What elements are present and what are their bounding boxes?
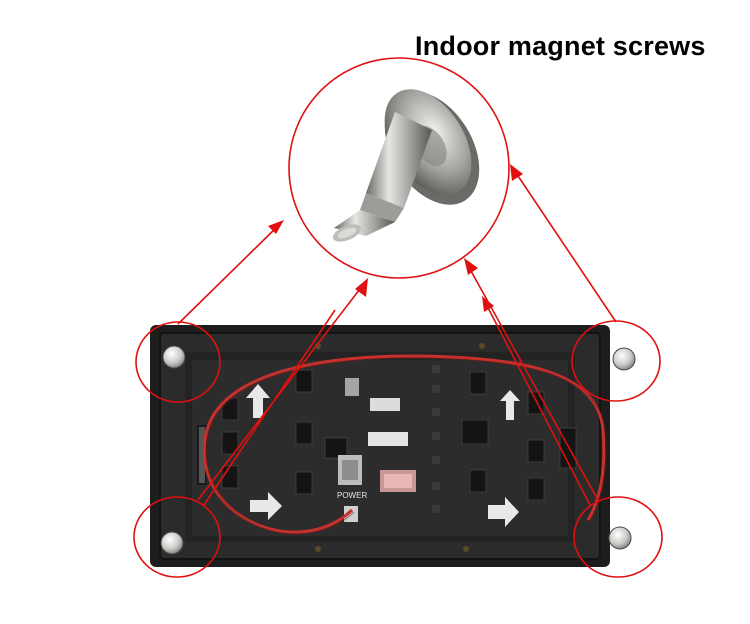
mounting-holes	[315, 343, 485, 552]
arrowhead-icon	[355, 278, 368, 297]
ribbon-connector	[197, 425, 207, 485]
magnet-screw-closeup	[332, 89, 480, 242]
power-label: POWER	[337, 491, 367, 500]
callout-circle-bottom-left	[133, 496, 221, 578]
magnet-screw-top-right	[612, 347, 636, 371]
arrowhead-icon	[510, 164, 523, 181]
white-marker	[345, 378, 359, 396]
magnet-screw-top-left	[162, 345, 186, 369]
label-sticker	[368, 432, 408, 446]
corner-magnets	[160, 345, 636, 555]
smd-components	[432, 365, 440, 513]
image-caption: Indoor magnet screws	[415, 31, 706, 61]
callout-circles	[133, 57, 663, 578]
direction-arrows	[246, 384, 520, 527]
callout-circle-top-left	[135, 321, 221, 403]
right-arrow-icon	[250, 492, 282, 520]
arrowhead-icon	[268, 220, 284, 234]
power-connector: POWER	[337, 455, 367, 522]
right-arrow-icon	[488, 497, 519, 527]
up-arrow-icon	[500, 390, 520, 420]
callout-lines	[177, 164, 617, 506]
power-cable	[202, 354, 606, 534]
callout-zoom-circle	[288, 57, 510, 279]
magnet-screw-bottom-right	[608, 526, 632, 550]
arrowhead-icon	[464, 258, 478, 275]
arrowhead-icon	[482, 296, 494, 312]
magnet-screw-bottom-left	[160, 531, 184, 555]
led-display-module: POWER	[150, 325, 636, 567]
label-sticker	[370, 398, 400, 411]
callout-circle-bottom-right	[573, 496, 663, 578]
up-arrow-icon	[246, 384, 270, 418]
